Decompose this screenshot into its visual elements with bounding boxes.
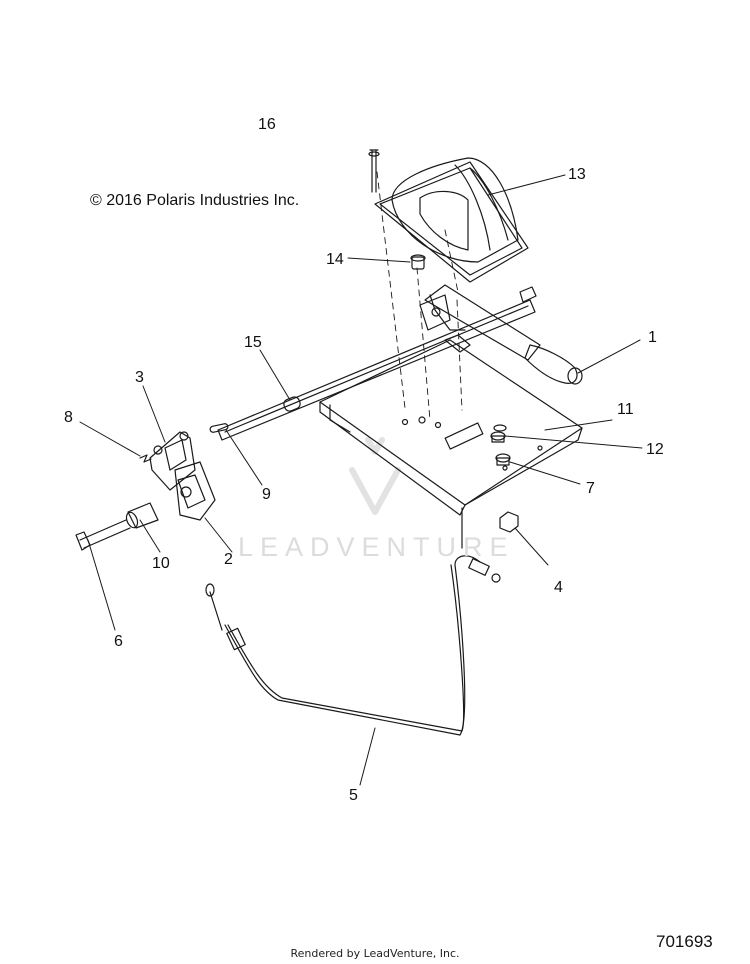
leader-lines: [79, 174, 643, 786]
assembly-guide-lines: [376, 171, 463, 421]
callout-5: 5: [349, 787, 358, 804]
bolt-part-14: [410, 254, 426, 270]
callout-6: 6: [114, 633, 123, 650]
bolt-part-6: [75, 519, 131, 551]
callout-13: 13: [568, 166, 586, 183]
bracket-bar-part-15: [217, 286, 537, 441]
watermark-text: LEADVENTURE: [238, 532, 515, 562]
callout-10: 10: [152, 555, 170, 572]
render-footer: Rendered by LeadVenture, Inc.: [290, 947, 460, 960]
brake-lever-part-1: [419, 284, 583, 385]
callout-4: 4: [554, 579, 563, 596]
callout-15: 15: [244, 334, 262, 351]
console-boot-part-13: [368, 149, 529, 283]
nut-part-12: [490, 431, 506, 443]
bracket-part-3: [149, 431, 196, 491]
copyright-notice: © 2016 Polaris Industries Inc.: [90, 192, 300, 209]
clip-part-8: [139, 454, 152, 463]
callout-11: 11: [617, 401, 634, 418]
pin-part-9: [209, 423, 229, 433]
callout-7: 7: [586, 480, 595, 497]
brake-cable-part-5: [205, 555, 501, 736]
callout-16: 16: [258, 116, 276, 133]
sleeve-part-10: [125, 502, 159, 529]
document-id: 701693: [656, 932, 713, 951]
nut-part-4: [461, 507, 519, 549]
callout-9: 9: [262, 486, 271, 503]
callout-12: 12: [646, 441, 664, 458]
callout-1: 1: [648, 329, 657, 346]
callout-3: 3: [135, 369, 144, 386]
caliper-part-2: [174, 461, 216, 521]
callout-14: 14: [326, 251, 344, 268]
nut-part-7: [493, 424, 511, 466]
watermark-logo: [349, 437, 401, 515]
callout-8: 8: [64, 409, 73, 426]
callout-2: 2: [224, 551, 233, 568]
